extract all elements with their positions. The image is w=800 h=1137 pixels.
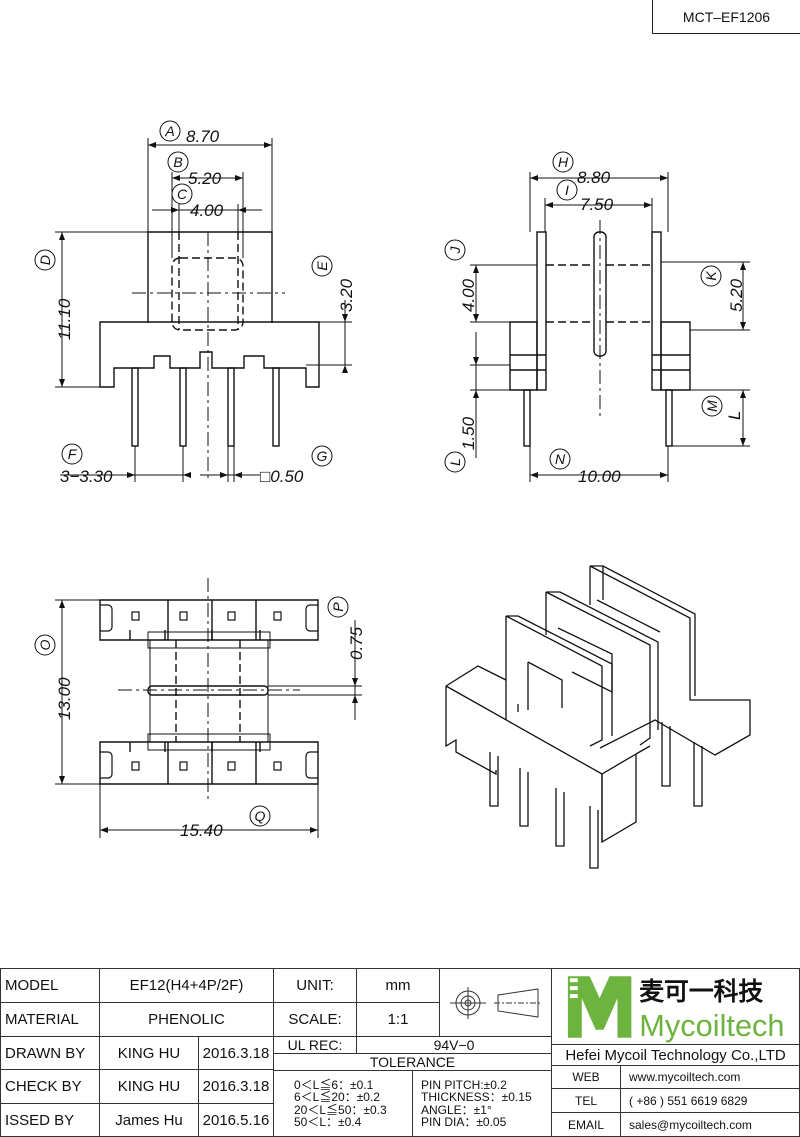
dim-L-text: 1.50 bbox=[459, 416, 478, 450]
thickness: THICKNESS：±0.15 bbox=[421, 1090, 532, 1104]
material-value: PHENOLIC bbox=[99, 1002, 274, 1037]
dim-K-text: 5.20 bbox=[727, 278, 746, 312]
drawn-label: DRAWN BY bbox=[0, 1036, 100, 1070]
pin-dia: PIN DIA：±0.05 bbox=[421, 1115, 507, 1129]
email-value[interactable]: sales@mycoiltech.com bbox=[620, 1112, 800, 1137]
callout-M: M bbox=[704, 400, 720, 412]
callout-G: G bbox=[317, 448, 328, 464]
front-view bbox=[55, 138, 352, 482]
callout-L: L bbox=[447, 458, 463, 466]
tolerance-label: TOLERANCE bbox=[273, 1053, 552, 1071]
dim-G-text: □0.50 bbox=[260, 467, 304, 486]
dim-F-text: 3−3.30 bbox=[60, 467, 113, 486]
callout-A: A bbox=[164, 123, 174, 139]
dim-C-text: 4.00 bbox=[190, 201, 224, 220]
logo-chinese: 麦可一科技 bbox=[639, 977, 763, 1006]
callout-letters bbox=[34, 120, 723, 827]
pin-pitch: PIN PITCH:±0.2 bbox=[421, 1077, 507, 1092]
drawn-date: 2016.3.18 bbox=[198, 1036, 274, 1070]
callout-N: N bbox=[555, 451, 566, 467]
scale-value: 1:1 bbox=[356, 1002, 440, 1037]
model-label: MODEL bbox=[0, 968, 100, 1003]
callout-I: I bbox=[565, 182, 569, 198]
callout-F: F bbox=[68, 446, 78, 462]
dim-M-text: L bbox=[725, 411, 744, 420]
technical-drawing: 8.70 5.20 4.00 11.10 3.20 3−3.30 □0.50 8… bbox=[34, 120, 751, 869]
callout-K: K bbox=[703, 271, 719, 281]
unit-label: UNIT: bbox=[273, 968, 357, 1003]
mycoiltech-logo-icon: 麦可一科技 Mycoiltech bbox=[567, 976, 785, 1043]
callout-Q: Q bbox=[255, 808, 266, 824]
callout-C: C bbox=[177, 186, 188, 202]
web-label: WEB bbox=[551, 1065, 621, 1089]
dim-J-text: 4.00 bbox=[459, 278, 478, 312]
dim-D-text: 11.10 bbox=[55, 298, 74, 340]
angle: ANGLE：±1° bbox=[421, 1102, 492, 1117]
tolerance-3: 20＜L≦50：±0.3 bbox=[294, 1102, 387, 1117]
projection-symbol bbox=[439, 968, 552, 1037]
dim-H-text: 8.80 bbox=[577, 168, 611, 187]
unit-value: mm bbox=[356, 968, 440, 1003]
check-date: 2016.3.18 bbox=[198, 1069, 274, 1104]
drawn-name: KING HU bbox=[99, 1036, 199, 1070]
dim-O-text: 13.00 bbox=[55, 677, 74, 720]
tolerance-ranges: 0＜L≦6：±0.1 6＜L≦20：±0.2 20＜L≦50：±0.3 50＜L… bbox=[273, 1070, 413, 1137]
dim-B-text: 5.20 bbox=[188, 169, 222, 188]
issued-date: 2016.5.16 bbox=[198, 1103, 274, 1137]
callout-E: E bbox=[314, 261, 330, 271]
issued-label: ISSED BY bbox=[0, 1103, 100, 1137]
callout-O: O bbox=[37, 639, 53, 650]
dim-E-text: 3.20 bbox=[337, 278, 356, 312]
logo-english: Mycoiltech bbox=[639, 1008, 784, 1043]
check-name: KING HU bbox=[99, 1069, 199, 1104]
tel-value: ( +86 ) 551 6619 6829 bbox=[620, 1088, 800, 1113]
dim-N-text: 10.00 bbox=[578, 467, 621, 486]
isometric-view bbox=[445, 565, 751, 869]
email-label: EMAIL bbox=[551, 1112, 621, 1137]
ul-label: UL REC: bbox=[273, 1036, 357, 1054]
tolerance-2: 6＜L≦20：±0.2 bbox=[294, 1090, 380, 1104]
title-block: MODEL EF12(H4+4P/2F) MATERIAL PHENOLIC D… bbox=[0, 968, 800, 1137]
side-view bbox=[470, 172, 750, 482]
callout-B: B bbox=[173, 154, 182, 170]
web-value[interactable]: www.mycoiltech.com bbox=[620, 1065, 800, 1089]
company-name: Hefei Mycoil Technology Co.,LTD bbox=[551, 1044, 800, 1066]
issued-name: James Hu bbox=[99, 1103, 199, 1137]
dim-P-text: 0.75 bbox=[347, 626, 366, 660]
ul-value: 94V−0 bbox=[356, 1036, 552, 1054]
material-label: MATERIAL bbox=[0, 1002, 100, 1037]
tolerance-specs: PIN PITCH:±0.2 THICKNESS：±0.15 ANGLE：±1°… bbox=[412, 1070, 552, 1137]
tel-label: TEL bbox=[551, 1088, 621, 1113]
callout-D: D bbox=[37, 255, 53, 265]
callout-J: J bbox=[447, 246, 463, 255]
tolerance-1: 0＜L≦6：±0.1 bbox=[294, 1077, 374, 1092]
callout-H: H bbox=[558, 154, 569, 170]
part-number-box: MCT–EF1206 bbox=[652, 0, 800, 34]
scale-label: SCALE: bbox=[273, 1002, 357, 1037]
dim-I-text: 7.50 bbox=[580, 195, 614, 214]
model-value: EF12(H4+4P/2F) bbox=[99, 968, 274, 1003]
bottom-view bbox=[55, 578, 362, 838]
dim-A-text: 8.70 bbox=[186, 127, 220, 146]
check-label: CHECK BY bbox=[0, 1069, 100, 1104]
part-number: MCT–EF1206 bbox=[682, 8, 771, 25]
company-logo: 麦可一科技 Mycoiltech bbox=[551, 968, 800, 1045]
first-angle-projection-icon bbox=[449, 986, 542, 1019]
tolerance-4: 50＜L：±0.4 bbox=[294, 1115, 362, 1129]
dim-Q-text: 15.40 bbox=[180, 821, 223, 840]
callout-P: P bbox=[330, 602, 346, 612]
